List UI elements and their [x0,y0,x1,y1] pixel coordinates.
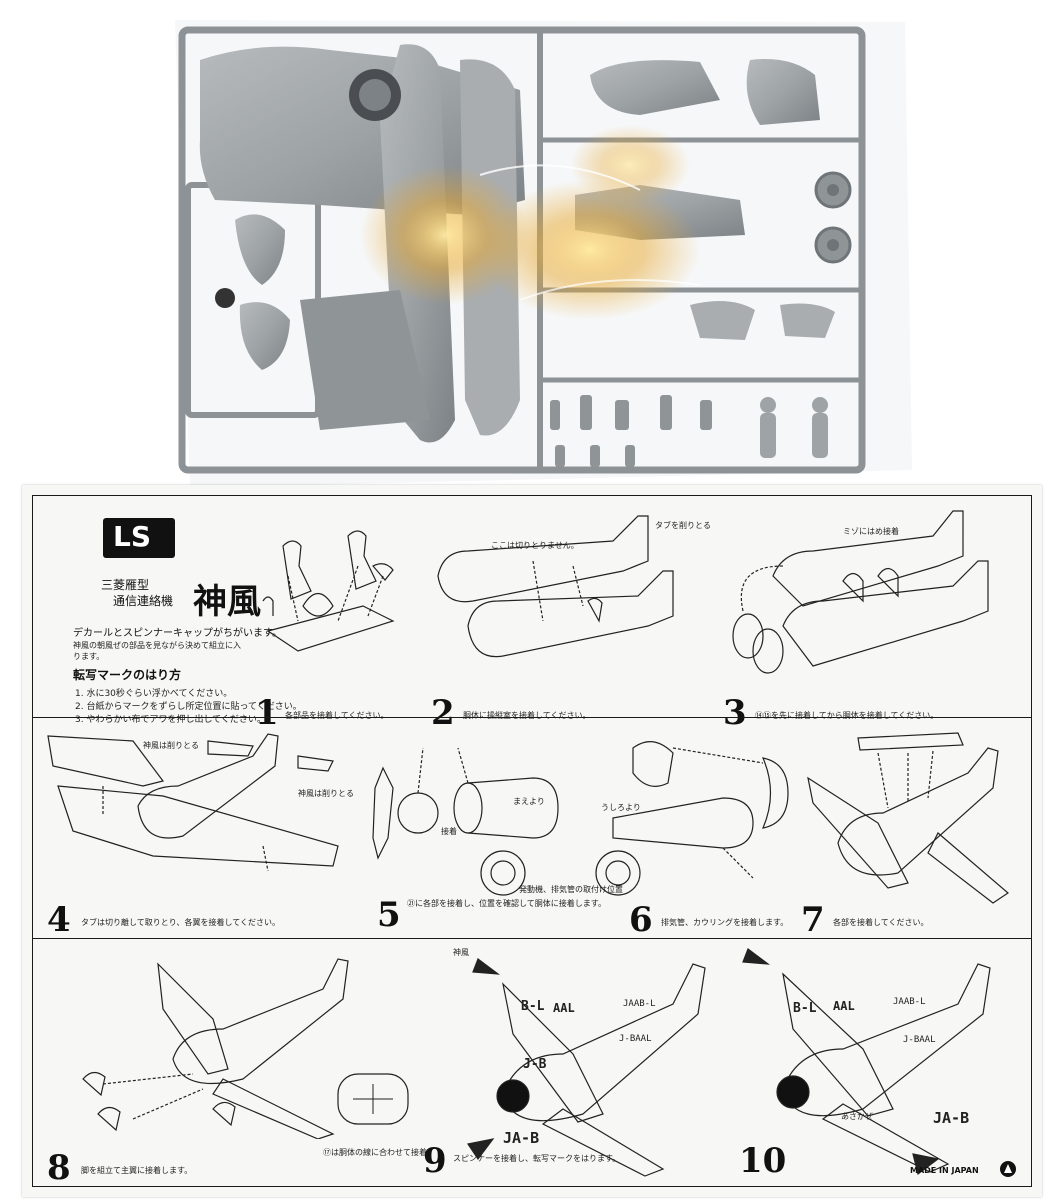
panel-steps-8-10: ⑰は胴体の線に合わせて接着 8 脚を組立て主翼に接着します。 神風 B-L AA… [32,939,1032,1187]
callout-adhesion: 接着 [441,827,457,836]
callout-not-cut: ここは切りとりません。 [491,541,579,550]
step-3-caption: ⑭⑮を先に接着してから胴体を接着してください。 [755,711,939,720]
callout-cut-tab: タブを削りとる [655,521,711,530]
logo-letters: LS [113,520,152,553]
reg-aal-right: AAL [833,999,855,1013]
step-4-drawing [47,733,339,872]
reg-jaab: JAAB-L [623,999,656,1009]
step-9-number: 9 [423,1141,447,1181]
step-5-drawing [372,747,559,896]
sprue-photo [0,0,1050,495]
maker-logo-icon [1000,1161,1016,1177]
decal-note: デカールとスピンナーキャップがちがいます。 [73,628,282,639]
step-6-caption: 排気管、カウリングを接着します。 [661,918,789,927]
kit-title: 神風 [193,582,261,622]
reg-jbaal-right: J-BAAL [903,1035,936,1045]
reg-bl-right: B-L [793,1001,817,1016]
ls-logo: LS [103,518,175,558]
reg-bl: B-L [521,999,545,1014]
step-2-caption: 胴体に操縦室を接着してください。 [463,711,591,720]
step-6-drawing [595,741,789,896]
runner-frame [178,26,866,474]
callout-kamikaze-cut-1: 神風は削りとる [143,741,199,750]
step-1-drawing [262,530,395,652]
instruction-sheet: LS 三菱雁型 通信連絡機 神風 デカールとスピンナーキャップがちがいます。 神… [22,485,1042,1197]
step-2-number: 2 [431,693,455,733]
step-3-number: 3 [723,693,747,733]
reg-jab-bottom-right: JA-B [933,1109,970,1127]
sprue-illustration [175,20,912,488]
step-4-caption: タブは切り離して取りとり、各翼を接着してください。 [81,918,280,927]
callout-rear: うしろより [601,803,641,812]
decal-step-3: 3. やわらかい布でアワを押し出してください。 [75,715,266,725]
step-3-drawing [732,510,989,674]
step-5-number: 5 [377,895,401,935]
step-1-caption: 各部品を接着してください。 [285,711,389,720]
decal-step-1: 1. 水に30秒ぐらい浮かべてください。 [75,689,233,699]
step-2-drawing [437,515,674,658]
step-8-caption: 脚を組立て主翼に接着します。 [81,1166,193,1175]
step-9-caption: スピンナーを接着し、転写マークをはります。 [453,1154,621,1163]
subtitle-line1: 三菱雁型 [101,578,150,592]
reg-jab-bottom: JA-B [503,1129,540,1147]
reg-aal: AAL [553,1001,575,1015]
step-1-number: 1 [255,693,279,733]
panel-steps-1-3: LS 三菱雁型 通信連絡機 神風 デカールとスピンナーキャップがちがいます。 神… [32,495,1032,733]
step-5-caption: ㉑に各部を接着し、位置を確認して胴体に接着します。 [407,899,606,908]
step-7-caption: 各部を接着してください。 [833,918,929,927]
step-10-drawing [742,948,991,1176]
callout-fuselage-fit: ⑰は胴体の線に合わせて接着 [323,1148,427,1157]
callout-groove: ミゾにはめ接着 [843,527,899,536]
step-7-number: 7 [801,900,825,940]
callout-engine: 発動機、排気管の取付け位置 [519,885,623,894]
decal-step-2: 2. 台紙からマークをずらし所定位置に貼ってください。 [75,702,302,712]
subtitle-line2: 通信連絡機 [113,594,174,608]
reg-jbaal: J-BAAL [619,1034,652,1044]
made-in-japan: MADE IN JAPAN [910,1166,979,1175]
step-10-caption: あさかぜ [841,1112,873,1121]
callout-kamikaze-cut-2: 神風は削りとる [298,789,354,798]
step-6-number: 6 [629,900,653,940]
step-4-number: 4 [47,900,71,940]
panel-steps-4-7: 神風は削りとる 神風は削りとる 4 タブは切り離して取りとり、各翼を接着してくだ… [32,717,1032,939]
callout-front: まえより [513,797,545,806]
decal-heading: 転写マークのはり方 [73,668,182,682]
callout-kamikaze-label: 神風 [453,948,469,957]
step-8-drawing [82,958,349,1139]
step-9-drawing [467,958,706,1177]
step-7-drawing [807,732,1009,904]
step-8-detail [337,1073,409,1125]
step-10-number: 10 [739,1141,787,1181]
reg-jab: J-B [523,1057,547,1072]
assembly-note: 神風の朝風ぜの部品を見ながら決めて組立に入ります。 [73,641,241,661]
reg-jaab-right: JAAB-L [893,997,926,1007]
step-8-number: 8 [47,1148,71,1188]
